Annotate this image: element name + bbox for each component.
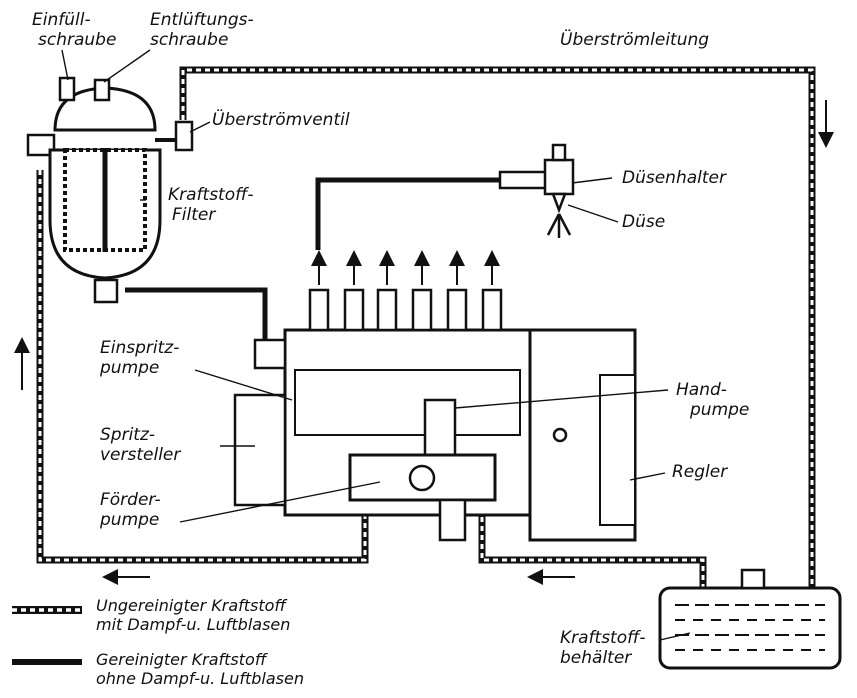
label-kraftstofffilter: Kraftstoff-Filter [168, 185, 254, 225]
injection-pump-body [233, 328, 637, 542]
flow-arrows [14, 100, 834, 585]
label-entlueftungsschraube: Entlüftungs-schraube [150, 10, 254, 50]
fuel-filter [26, 76, 194, 304]
label-regler: Regler [672, 462, 728, 482]
label-handpumpe: Hand-pumpe [676, 380, 750, 420]
leader-lines [61, 49, 691, 641]
filtered-fuel-lines [125, 177, 500, 345]
label-einfuellschraube: Einfüll-schraube [32, 10, 117, 50]
label-duesenhalter: Düsenhalter [622, 168, 726, 188]
delivery-arrows [311, 250, 500, 285]
label-spritzversteller: Spritz-versteller [100, 425, 181, 465]
delivery-valves [308, 288, 503, 332]
label-einspritzpumpe: Einspritz-pumpe [100, 338, 180, 378]
label-kraftstoffbehaelter: Kraftstoff-behälter [560, 628, 646, 668]
label-foerderpumpe: Förder-pumpe [100, 490, 161, 530]
fuel-tank [658, 568, 842, 670]
nozzle-holder [498, 143, 575, 238]
label-ueberstroemleitung: Überströmleitung [560, 30, 710, 50]
label-duese: Düse [622, 212, 666, 232]
label-ueberstroemventil: Überströmventil [212, 110, 350, 130]
legend-samples [12, 606, 82, 665]
